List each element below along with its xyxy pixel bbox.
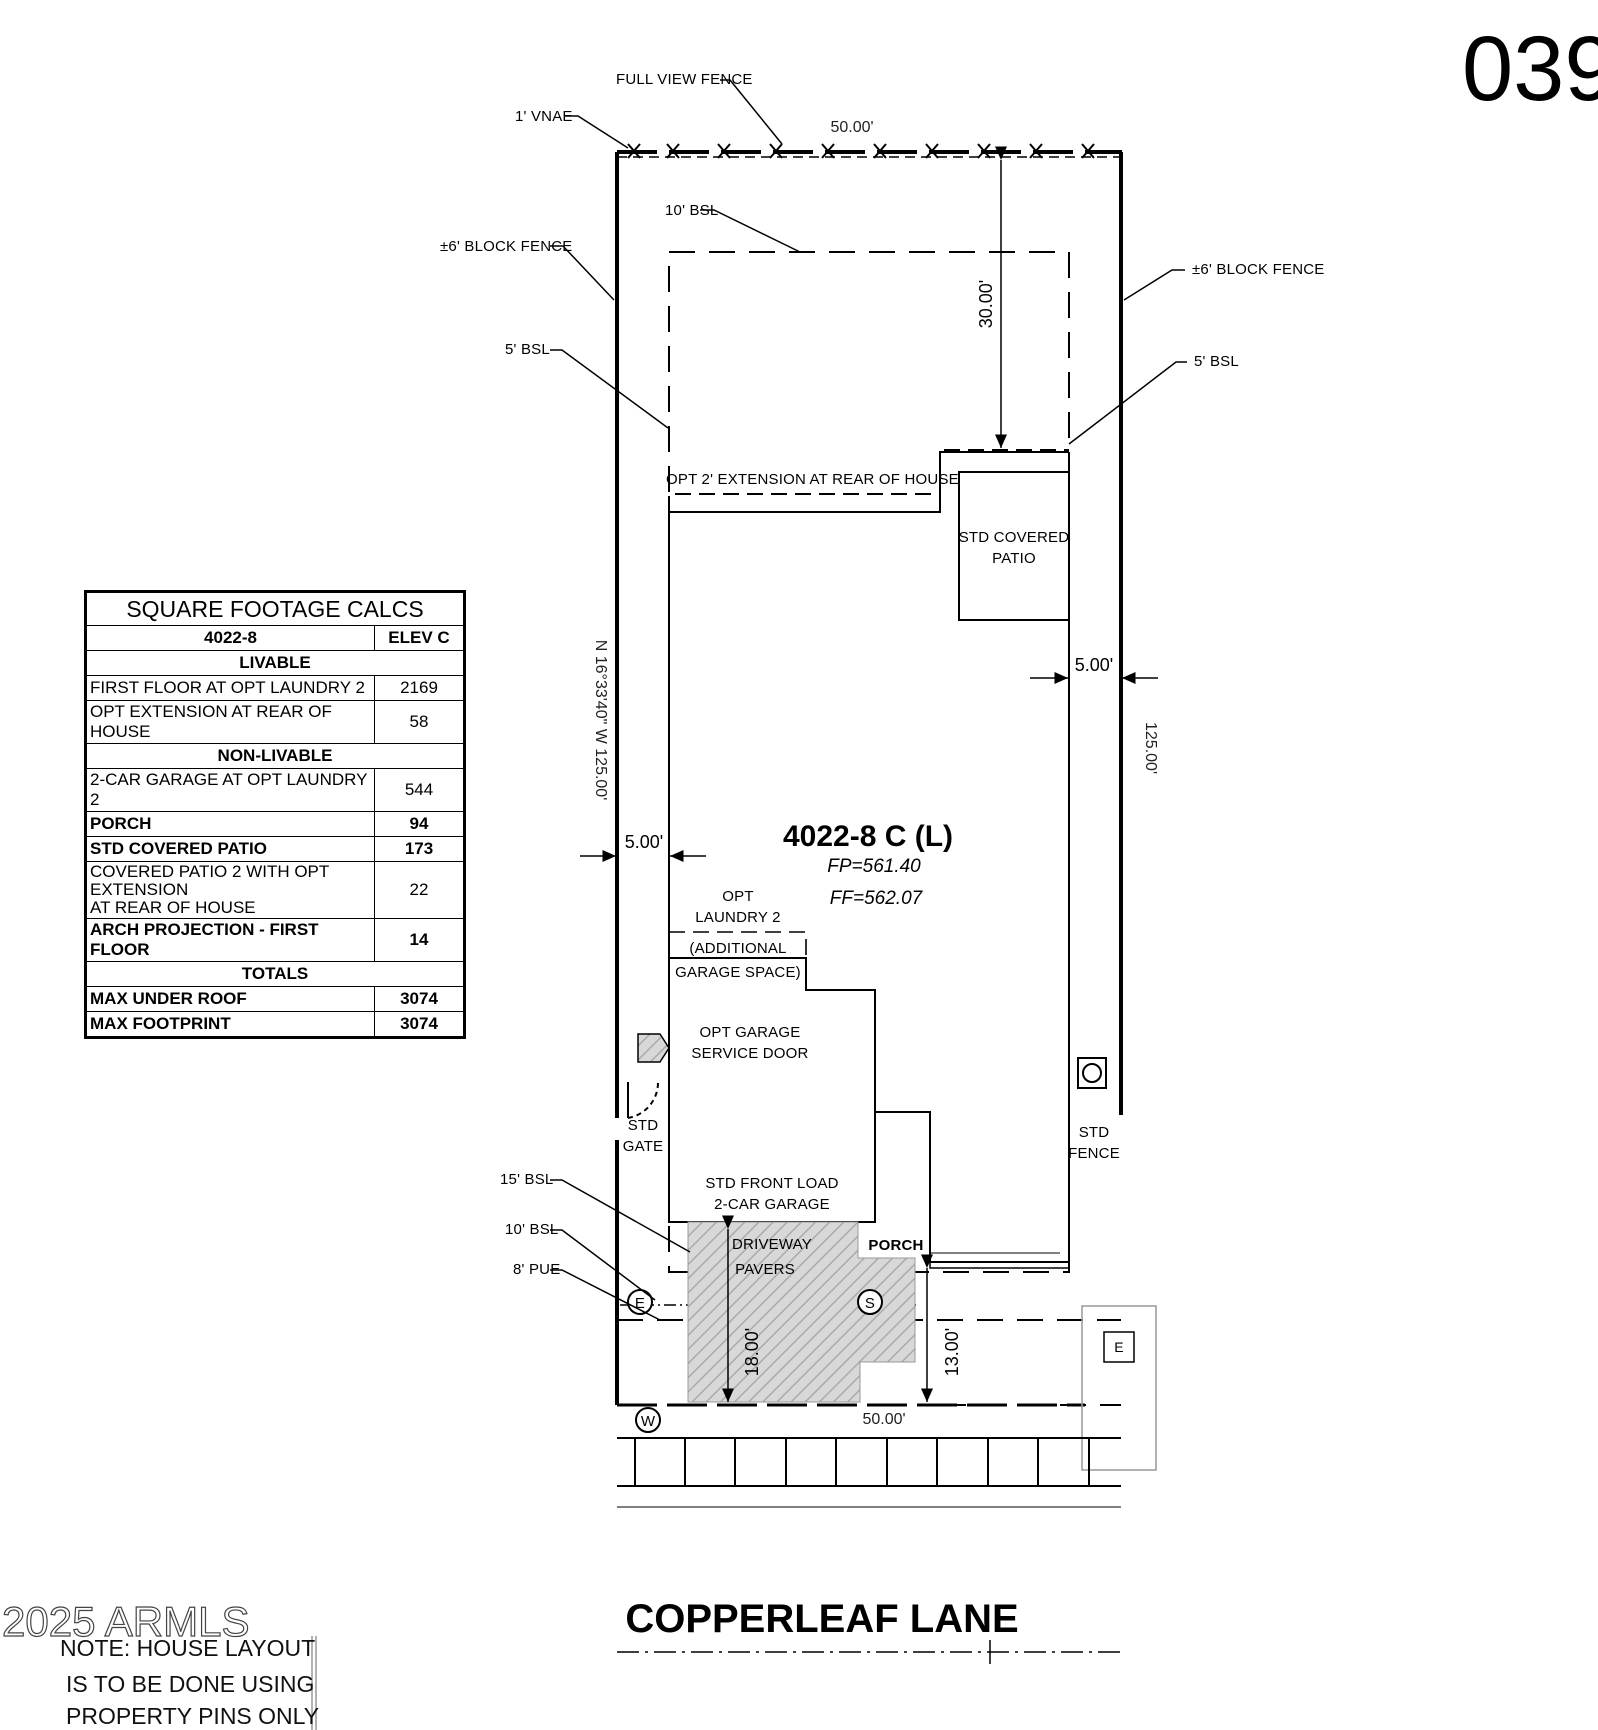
svg-text:NOTE: HOUSE LAYOUT: NOTE: HOUSE LAYOUT	[60, 1635, 315, 1661]
table-row: 2-CAR GARAGE AT OPT LAUNDRY 2 544	[85, 768, 465, 812]
driveway-label-2: PAVERS	[735, 1261, 795, 1278]
svg-text:W: W	[641, 1413, 656, 1430]
opt-laundry-label-2: LAUNDRY 2	[695, 909, 780, 926]
additional-space-label: (ADDITIONAL	[689, 940, 786, 957]
fp-label: FP=561.40	[827, 856, 921, 877]
porch-depth-dim: 13.00'	[942, 1328, 962, 1376]
std-fence-label: STD	[1079, 1124, 1110, 1141]
table-row: PORCH 94	[85, 811, 465, 837]
livable-header: LIVABLE	[85, 650, 465, 676]
garage-service-door-icon	[637, 1033, 670, 1063]
std-gate-label-2: GATE	[623, 1138, 664, 1155]
std-gate-label: STD	[628, 1117, 659, 1134]
rear-setback-dim: 30.00'	[976, 280, 996, 328]
driveway-label: DRIVEWAY	[732, 1236, 812, 1253]
fence-x-marks	[627, 143, 1095, 159]
porch-label: PORCH	[868, 1237, 923, 1254]
right-side-setback-dim: 5.00'	[1075, 655, 1113, 675]
utility-w-icon: W	[635, 1407, 661, 1433]
table-row: MAX UNDER ROOF 3074	[85, 986, 465, 1012]
std-covered-patio-label: STD COVERED	[959, 529, 1070, 546]
garage-door-label-2: SERVICE DOOR	[691, 1045, 808, 1062]
table-row: ARCH PROJECTION - FIRST FLOOR 14	[85, 918, 465, 962]
driveway-pavers	[687, 1221, 916, 1403]
svg-text:E: E	[1114, 1339, 1124, 1355]
sidewalk	[617, 1437, 1121, 1508]
watermark: 2025 ARMLS	[2, 1598, 250, 1645]
plan-label: 4022-8 C (L)	[783, 820, 953, 853]
property-boundary	[615, 150, 1123, 1407]
additional-space-label-2: GARAGE SPACE)	[675, 964, 801, 981]
bsl-5-right-label: 5' BSL	[1194, 353, 1239, 370]
pue-8-label: 8' PUE	[513, 1261, 560, 1278]
bsl-15-label: 15' BSL	[500, 1171, 553, 1188]
garage-door-label: OPT GARAGE	[700, 1024, 801, 1041]
vnae-label: 1' VNAE	[515, 108, 573, 125]
lot-number: 039	[1462, 18, 1598, 120]
table-elevation: ELEV C	[374, 625, 465, 651]
svg-text:PROPERTY PINS ONLY: PROPERTY PINS ONLY	[66, 1703, 319, 1729]
table-row: STD COVERED PATIO 173	[85, 836, 465, 862]
bsl-5-left-label: 5' BSL	[505, 341, 550, 358]
block-fence-left-label: ±6' BLOCK FENCE	[440, 238, 572, 255]
square-footage-table: SQUARE FOOTAGE CALCS 4022-8 ELEV C LIVAB…	[84, 590, 466, 1039]
bsl-10-front-label: 10' BSL	[505, 1221, 558, 1238]
top-width-dim: 50.00'	[830, 119, 873, 136]
transformer-box-icon: E	[1081, 1305, 1157, 1471]
left-side-setback-dim: 5.00'	[625, 832, 663, 852]
totals-header: TOTALS	[85, 961, 465, 987]
table-title: SQUARE FOOTAGE CALCS	[85, 591, 465, 626]
dimension-lines	[580, 146, 1158, 1402]
utility-e-icon: E	[627, 1289, 653, 1315]
table-row: OPT EXTENSION AT REAR OF HOUSE 58	[85, 700, 465, 744]
leader-lines	[550, 79, 1187, 1321]
ff-label: FF=562.07	[830, 888, 924, 909]
std-covered-patio-label-2: PATIO	[992, 550, 1036, 567]
table-row: MAX FOOTPRINT 3074	[85, 1011, 465, 1038]
opt-extension-dashed	[668, 449, 1069, 985]
left-bearing-dim: N 16°33'40" W 125.00'	[592, 640, 609, 801]
block-fence-right-label: ±6' BLOCK FENCE	[1192, 261, 1324, 278]
garage-label: STD FRONT LOAD	[705, 1175, 838, 1192]
street-name: COPPERLEAF LANE	[625, 1597, 1018, 1641]
non-livable-header: NON-LIVABLE	[85, 743, 465, 769]
svg-text:S: S	[865, 1295, 875, 1312]
gate-swing	[627, 1081, 660, 1120]
bottom-width-dim: 50.00'	[862, 1411, 905, 1428]
table-row: FIRST FLOOR AT OPT LAUNDRY 2 2169	[85, 675, 465, 701]
table-row: COVERED PATIO 2 WITH OPT EXTENSION AT RE…	[85, 861, 465, 919]
opt-laundry-label: OPT	[722, 888, 753, 905]
std-fence-label-2: FENCE	[1068, 1145, 1120, 1162]
ac-unit-icon	[1077, 1057, 1107, 1089]
utility-s-icon: S	[857, 1289, 883, 1315]
table-plan: 4022-8	[85, 625, 375, 651]
bsl-10-rear-label: 10' BSL	[665, 202, 718, 219]
svg-text:IS TO BE DONE USING: IS TO BE DONE USING	[66, 1671, 314, 1697]
layout-note: NOTE: HOUSE LAYOUT IS TO BE DONE USING P…	[60, 1635, 319, 1730]
garage-label-2: 2-CAR GARAGE	[714, 1196, 830, 1213]
svg-text:E: E	[635, 1295, 645, 1312]
opt-extension-label: OPT 2' EXTENSION AT REAR OF HOUSE	[666, 471, 959, 488]
driveway-depth-dim: 18.00'	[742, 1328, 762, 1376]
full-view-fence-label: FULL VIEW FENCE	[616, 71, 753, 88]
right-depth-dim: 125.00'	[1142, 722, 1159, 774]
